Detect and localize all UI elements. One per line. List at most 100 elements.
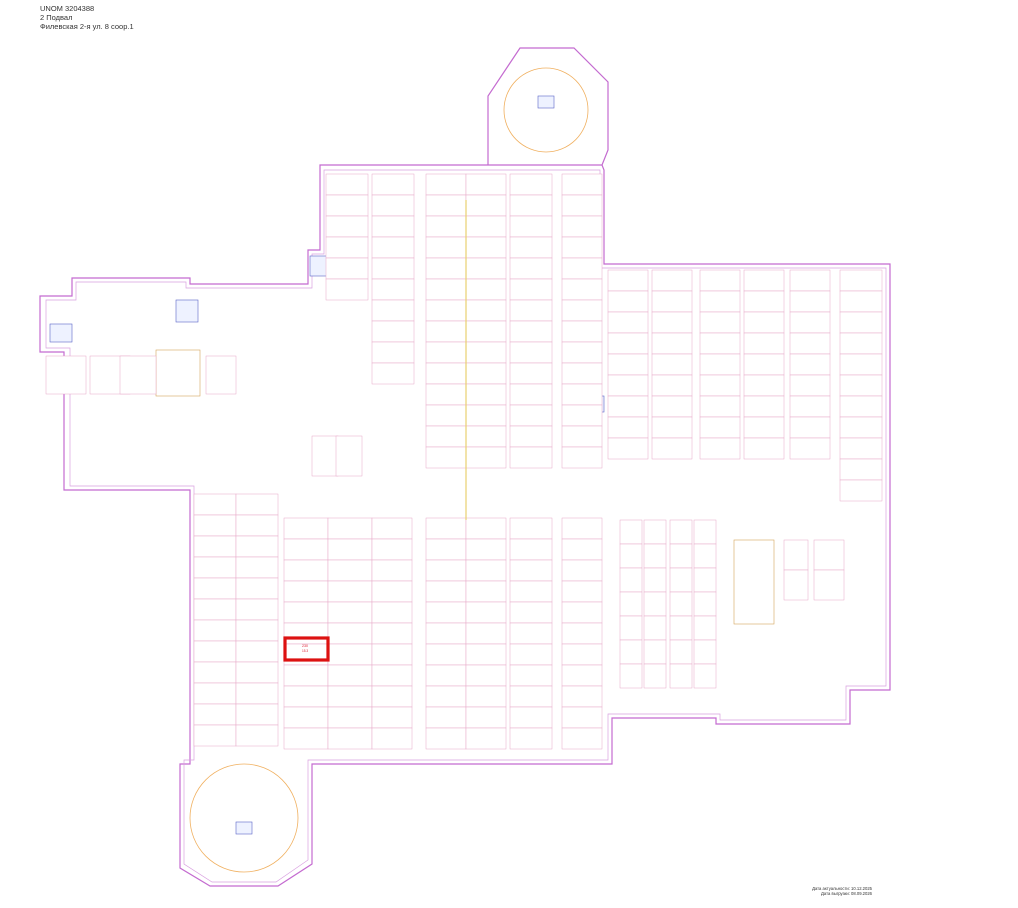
address-label: Филевская 2-я ул. 8 соор.1 xyxy=(40,22,134,31)
parking-cell xyxy=(283,622,329,645)
parking-cell xyxy=(669,543,693,569)
parking-cell xyxy=(465,173,507,196)
parking-cell xyxy=(839,395,883,418)
parking-cell xyxy=(619,591,643,617)
parking-cell xyxy=(465,538,507,561)
parking-cell xyxy=(789,353,831,376)
parking-cell xyxy=(509,727,553,750)
parking-cell xyxy=(693,615,717,641)
parking-cell xyxy=(643,543,667,569)
parking-cell xyxy=(509,517,553,540)
parking-cell xyxy=(327,727,373,750)
parking-cell xyxy=(465,278,507,301)
parking-cell xyxy=(235,682,279,705)
parking-cell xyxy=(509,425,553,448)
parking-cell xyxy=(561,341,603,364)
parking-cell xyxy=(561,425,603,448)
parking-cell xyxy=(283,727,329,750)
parking-cell xyxy=(839,269,883,292)
parking-cell xyxy=(371,278,415,301)
parking-cell xyxy=(839,353,883,376)
parking-cell xyxy=(283,685,329,708)
parking-cell xyxy=(839,458,883,481)
parking-cell xyxy=(699,290,741,313)
parking-cell xyxy=(283,559,329,582)
parking-cell xyxy=(839,479,883,502)
parking-cell xyxy=(235,514,279,537)
parking-cell xyxy=(651,332,693,355)
highlighted-space-frame xyxy=(283,636,330,662)
parking-cell xyxy=(425,278,467,301)
parking-cell xyxy=(425,601,467,624)
parking-cell xyxy=(371,215,415,238)
parking-cell xyxy=(371,320,415,343)
parking-cell xyxy=(561,538,603,561)
parking-cell xyxy=(425,685,467,708)
parking-cell xyxy=(743,437,785,460)
parking-cell xyxy=(327,643,373,666)
parking-cell xyxy=(789,416,831,439)
parking-cell xyxy=(789,374,831,397)
parking-cell xyxy=(699,374,741,397)
parking-cell xyxy=(371,194,415,217)
parking-cell xyxy=(561,685,603,708)
parking-cell xyxy=(425,320,467,343)
parking-cell xyxy=(561,601,603,624)
highlighted-space-number: 230 xyxy=(302,644,308,648)
parking-cell xyxy=(651,290,693,313)
parking-cell xyxy=(561,664,603,687)
parking-cell xyxy=(509,173,553,196)
parking-cell xyxy=(425,236,467,259)
parking-cell xyxy=(619,519,643,545)
parking-cell xyxy=(743,416,785,439)
date-export: Дата выгрузки: 08.09.2026 xyxy=(821,891,872,896)
parking-cell xyxy=(371,622,413,645)
parking-cell xyxy=(509,446,553,469)
parking-cell xyxy=(651,437,693,460)
parking-cell xyxy=(693,543,717,569)
parking-cell xyxy=(425,664,467,687)
parking-cell xyxy=(371,706,413,729)
parking-cell xyxy=(607,311,649,334)
parking-cell xyxy=(561,727,603,750)
parking-cell xyxy=(561,362,603,385)
parking-cell xyxy=(283,601,329,624)
parking-cell xyxy=(425,362,467,385)
parking-cell xyxy=(283,580,329,603)
parking-cell xyxy=(327,622,373,645)
parking-cell xyxy=(509,278,553,301)
parking-cell xyxy=(465,236,507,259)
parking-cell xyxy=(425,425,467,448)
parking-cell xyxy=(509,299,553,322)
stair-bottom xyxy=(235,821,253,835)
parking-cell xyxy=(235,493,279,516)
parking-cell xyxy=(509,236,553,259)
parking-cell xyxy=(465,299,507,322)
parking-cell xyxy=(465,341,507,364)
plan-footer: Дата актуальности: 10.12.2025 Дата выгру… xyxy=(812,886,872,896)
parking-cell xyxy=(561,404,603,427)
unom-label: UNOM 3204388 xyxy=(40,4,95,13)
parking-cell xyxy=(509,341,553,364)
parking-cell xyxy=(425,341,467,364)
parking-cell xyxy=(327,601,373,624)
parking-cell xyxy=(371,362,415,385)
parking-cell xyxy=(789,290,831,313)
parking-cell xyxy=(607,395,649,418)
parking-cell xyxy=(619,663,643,689)
parking-cell xyxy=(561,383,603,406)
parking-cell xyxy=(651,374,693,397)
parking-cell xyxy=(465,685,507,708)
parking-cell xyxy=(561,643,603,666)
parking-cell xyxy=(509,580,553,603)
parking-cell xyxy=(643,519,667,545)
parking-cell xyxy=(839,332,883,355)
parking-cell xyxy=(643,639,667,665)
stair-center-top xyxy=(175,299,199,323)
parking-cell xyxy=(813,569,845,601)
parking-cell xyxy=(425,446,467,469)
parking-cell xyxy=(193,514,237,537)
parking-cell xyxy=(193,577,237,600)
parking-cell xyxy=(669,639,693,665)
parking-cell xyxy=(425,215,467,238)
